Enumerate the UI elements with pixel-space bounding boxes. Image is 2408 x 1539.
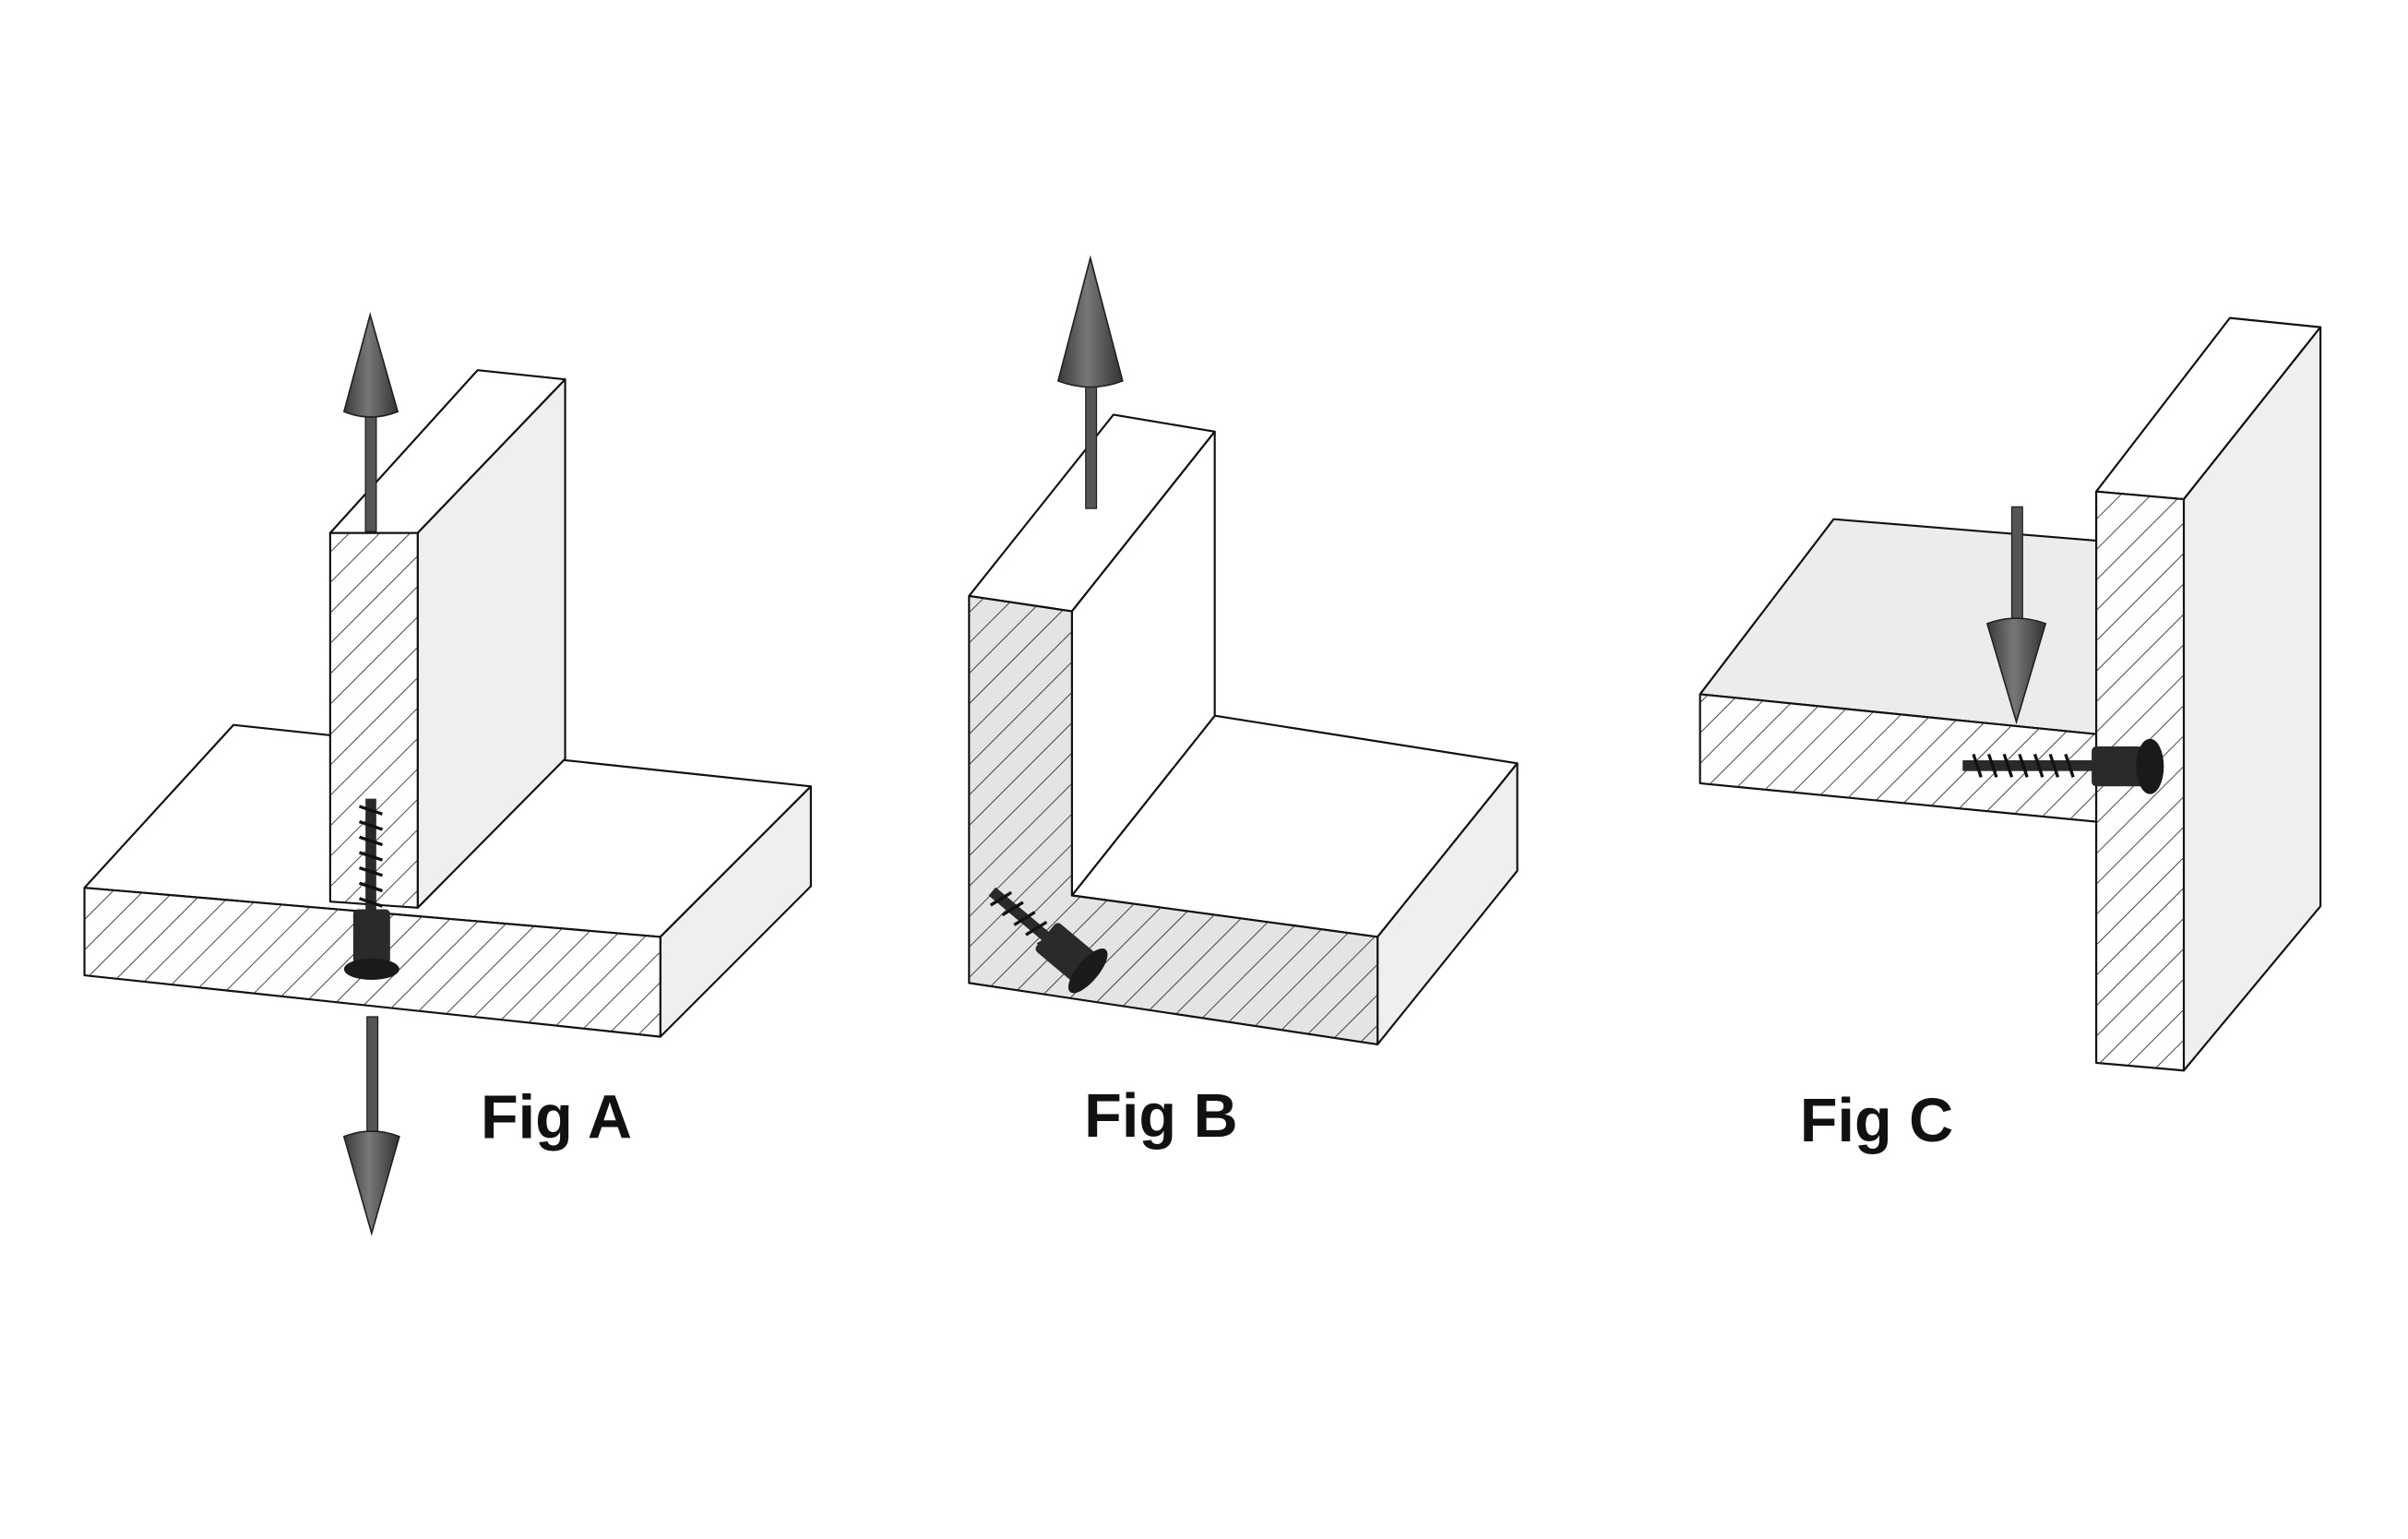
l-section-hatch	[969, 595, 1378, 1044]
shelf-hatch	[1699, 694, 2097, 822]
arrow-down-icon	[1985, 506, 2047, 725]
arrow-up-icon	[1056, 255, 1124, 509]
screw-icon	[343, 798, 399, 981]
figure-label-b: Fig B	[1084, 1082, 1237, 1151]
figure-label-a: Fig A	[481, 1083, 632, 1151]
figure-label-c: Fig C	[1800, 1087, 1953, 1155]
screw-icon	[1962, 738, 2164, 794]
figure-b: Fig B	[968, 255, 1519, 1151]
upright-hatch	[329, 532, 418, 908]
figure-a: Fig A	[83, 312, 812, 1236]
arrow-up-icon	[342, 312, 399, 532]
figure-c: Fig C	[1699, 316, 2322, 1155]
screw-icon	[988, 887, 1108, 994]
arrow-down-icon	[342, 1016, 400, 1236]
